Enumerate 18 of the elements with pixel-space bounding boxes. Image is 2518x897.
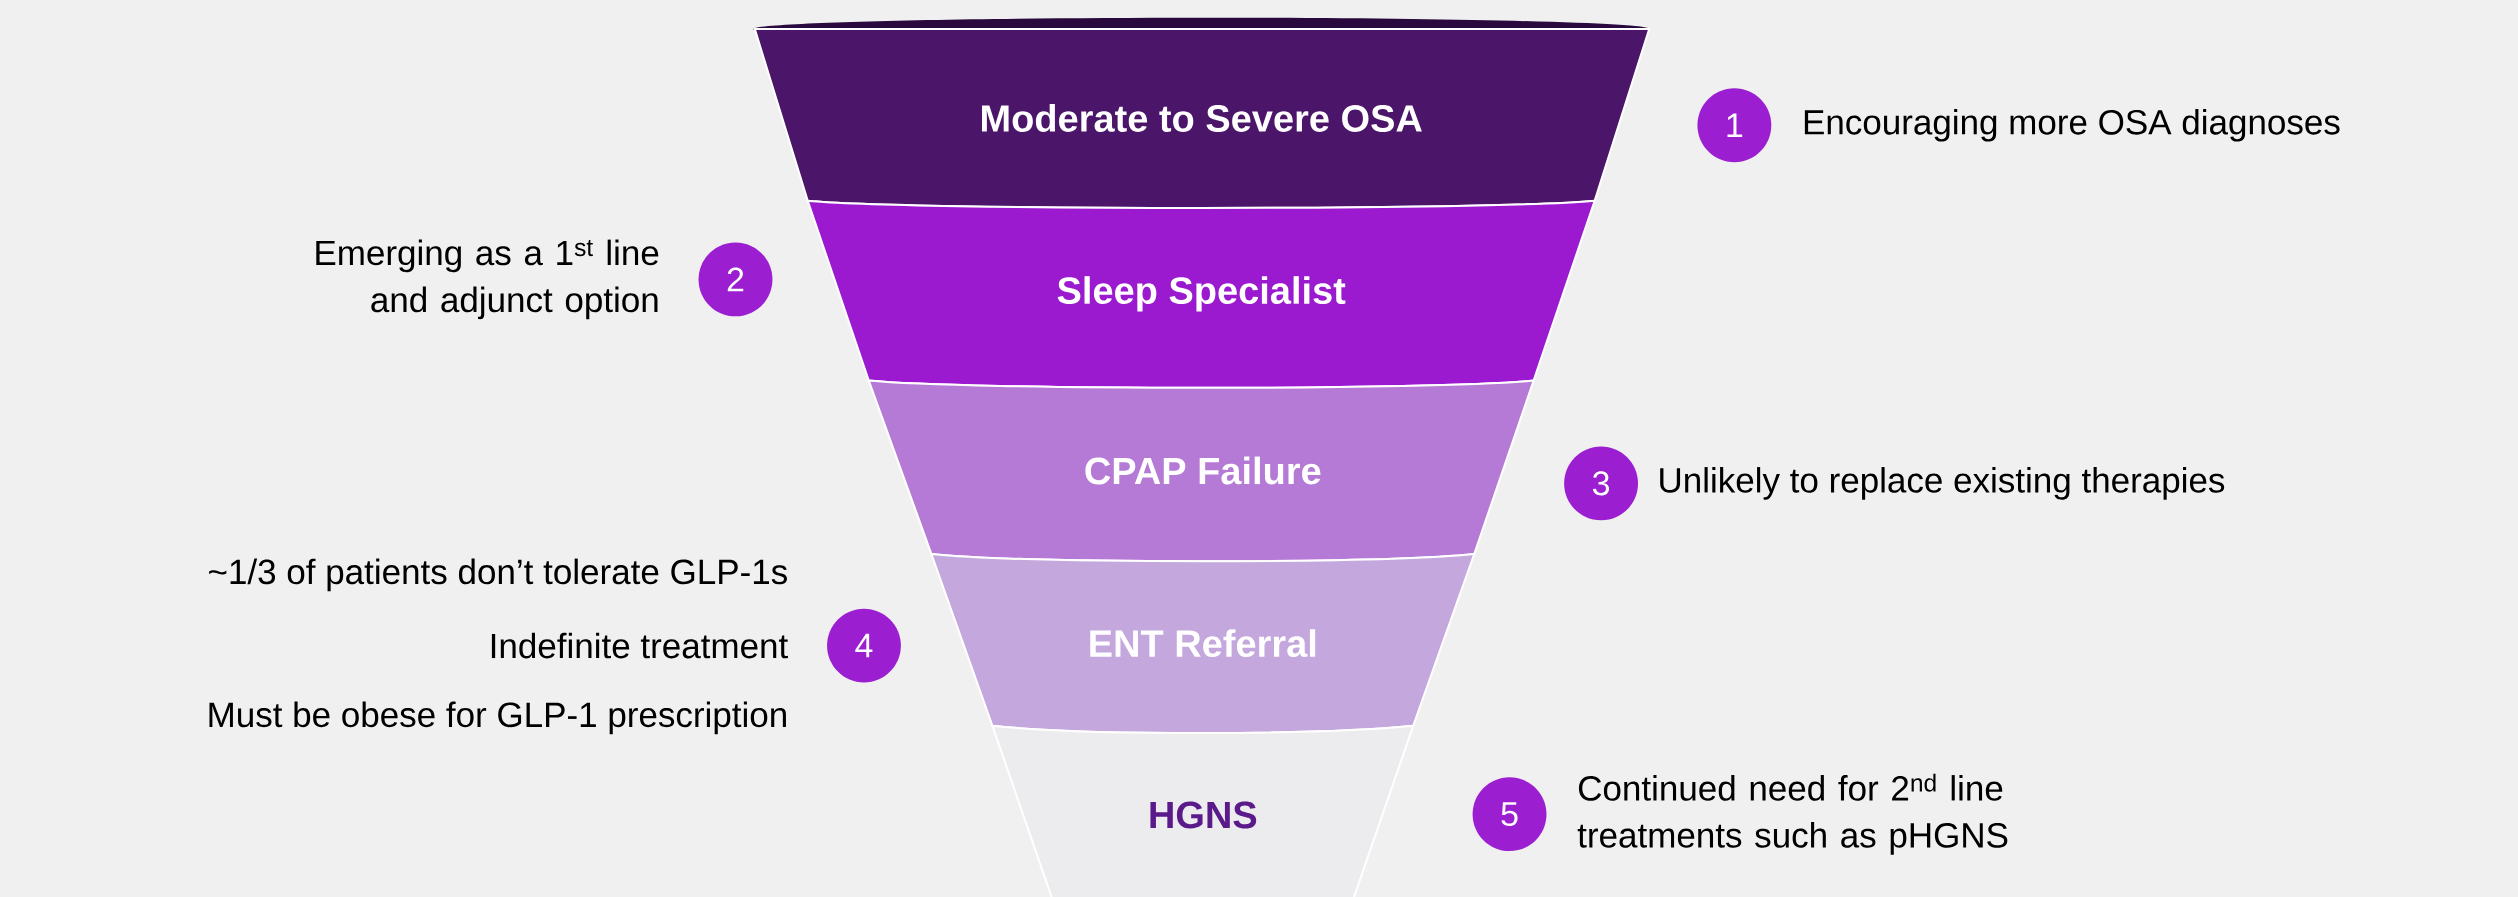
number-badge: 1 [1697,88,1772,163]
number-badge: 5 [1472,777,1547,852]
annotation-text: Continued need for 2$^{nd}$ line treatments such as pHGNS [1577,773,2008,855]
funnel-band: Sleep Specialist [806,199,1596,389]
annotation-text: Unlikely to replace existing therapies [1660,467,2225,500]
funnel-band: Moderate to Severe OSA [753,27,1651,209]
annotation-text: Must be obese for GLP-1 prescription [209,701,786,735]
number-badge: 2 [698,242,773,317]
annotation-text: Emerging as a 1$^{st}$ line and adjunct option [316,239,659,320]
annotation-text: ~1/3 of patients don’t tolerate GLP-1s [209,558,787,592]
funnel-band: ENT Referral [930,553,1476,735]
number-badge: 4 [827,608,901,683]
annotation-text: Encouraging more OSA diagnoses [1804,108,2340,142]
node-label: HGNS [1150,801,1257,829]
funnel-band: HGNS [991,724,1415,897]
funnel-band: CPAP Failure [867,379,1535,563]
number-badge: 3 [1564,446,1638,521]
annotation-text: Indefinite treatment [491,632,788,659]
